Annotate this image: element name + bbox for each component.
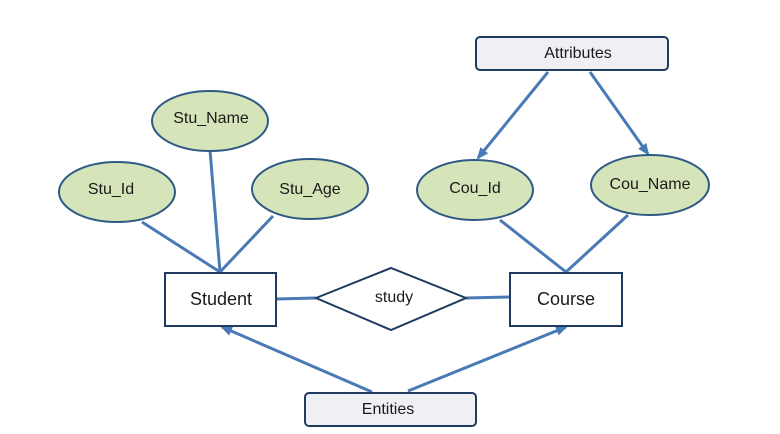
callout-attributes-label: Attributes <box>544 45 612 62</box>
attribute-stu-name: Stu_Name <box>151 90 269 152</box>
connector-stu-age-student <box>218 214 275 274</box>
attribute-stu-age-label: Stu_Age <box>279 181 340 198</box>
connector-cou-name-course <box>564 213 630 274</box>
entity-student: Student <box>164 272 277 327</box>
entity-course: Course <box>509 272 623 327</box>
callout-attributes: Attributes <box>475 36 669 71</box>
entity-student-label: Student <box>190 289 252 309</box>
entity-course-label: Course <box>537 289 595 309</box>
arrow-entities-to-course <box>407 325 568 393</box>
connector-stu-id-student <box>141 220 221 274</box>
relationship-study: study <box>313 266 469 332</box>
arrow-attributes-to-cou-name <box>588 71 650 156</box>
connector-study-course <box>465 295 511 300</box>
arrow-entities-to-student <box>220 325 373 394</box>
attribute-stu-id: Stu_Id <box>58 161 176 223</box>
attribute-cou-name-label: Cou_Name <box>610 176 691 193</box>
arrow-attributes-to-cou-id <box>476 71 550 160</box>
connector-cou-id-course <box>499 218 567 274</box>
connector-stu-name-student <box>208 149 222 273</box>
attribute-cou-id: Cou_Id <box>416 159 534 221</box>
callout-entities-label: Entities <box>362 401 414 418</box>
attribute-stu-name-label: Stu_Name <box>173 110 249 127</box>
attribute-cou-id-label: Cou_Id <box>449 180 501 197</box>
attribute-stu-age: Stu_Age <box>251 158 369 220</box>
relationship-study-label: study <box>375 289 413 306</box>
connector-student-study <box>275 296 317 301</box>
attribute-cou-name: Cou_Name <box>590 154 710 216</box>
callout-entities: Entities <box>304 392 477 427</box>
attribute-stu-id-label: Stu_Id <box>88 181 134 198</box>
